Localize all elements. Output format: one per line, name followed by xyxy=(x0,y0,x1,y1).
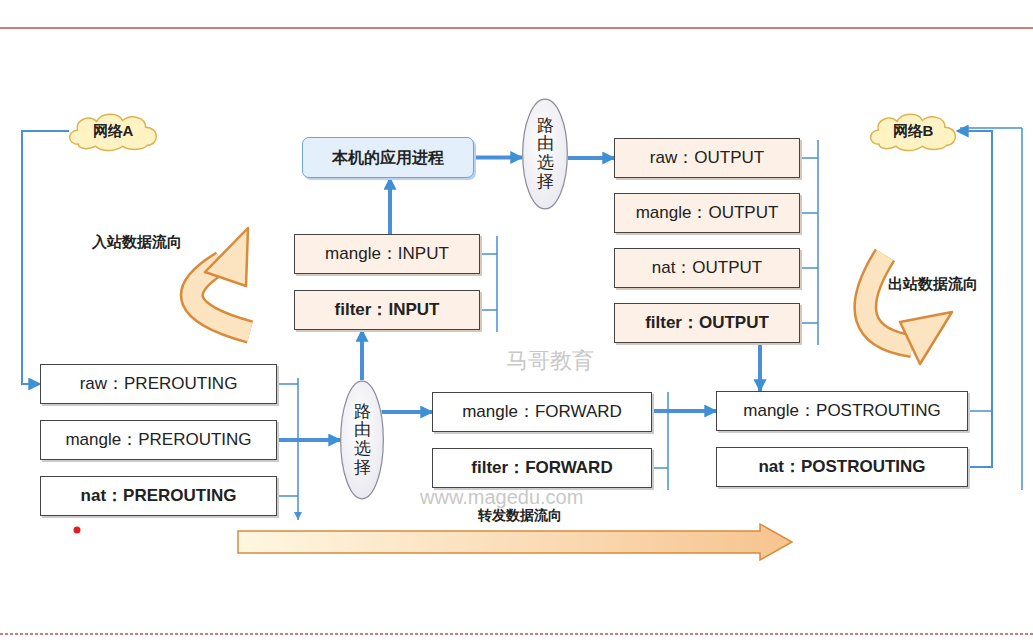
node-label: nat：OUTPUT xyxy=(652,258,763,278)
flow-connector xyxy=(277,438,340,442)
chain-box: raw：OUTPUT xyxy=(614,138,800,178)
chain-brackets xyxy=(277,128,1022,520)
node-label: raw：PREROUTING xyxy=(80,374,238,394)
chain-box: mangle：FORWARD xyxy=(432,392,652,432)
flow-connector xyxy=(474,156,522,160)
flow-connector xyxy=(382,410,433,414)
forward-flow-arrow xyxy=(238,524,792,560)
chain-box: mangle：PREROUTING xyxy=(40,420,277,460)
bracket-arrowhead xyxy=(294,512,302,520)
network-cloud: 网络A xyxy=(65,110,161,152)
flow-label: 转发数据流向 xyxy=(478,508,562,522)
node-label: nat：POSTROUTING xyxy=(758,457,925,477)
outbound-curve-arrow xyxy=(865,255,952,364)
node-label: filter：INPUT xyxy=(335,300,440,320)
routing-decision: 路由选择 xyxy=(522,98,568,210)
flow-label: 入站数据流向 xyxy=(92,234,182,249)
flow-connector xyxy=(568,156,614,160)
watermark: www.magedu.com xyxy=(420,487,583,507)
network-cloud: 网络B xyxy=(866,110,960,152)
red-dot xyxy=(74,527,81,534)
chain-box: nat：POSTROUTING xyxy=(716,447,968,487)
node-label: raw：OUTPUT xyxy=(650,148,764,168)
chain-box: raw：PREROUTING xyxy=(40,364,277,404)
node-label: mangle：OUTPUT xyxy=(636,203,779,223)
node-label: mangle：FORWARD xyxy=(462,402,622,422)
chain-box: filter：INPUT xyxy=(294,290,480,330)
chain-box: nat：OUTPUT xyxy=(614,248,800,288)
routing-decision: 路由选择 xyxy=(340,380,384,500)
flow-connector xyxy=(652,409,716,413)
node-label: filter：OUTPUT xyxy=(645,313,769,333)
chain-box: filter：FORWARD xyxy=(432,448,652,488)
flow-connector xyxy=(758,343,762,391)
node-label: 网络B xyxy=(893,122,934,140)
watermark: 马哥教育 xyxy=(506,350,594,372)
chain-box: nat：PREROUTING xyxy=(40,476,277,516)
flow-connector xyxy=(360,330,364,380)
chain-box: mangle：OUTPUT xyxy=(614,193,800,233)
inbound-curve-arrow xyxy=(192,228,250,332)
flow-connector xyxy=(22,131,69,384)
footer-rule xyxy=(0,633,1033,635)
vertical-label: 路由选择 xyxy=(537,117,554,192)
chain-box: filter：OUTPUT xyxy=(614,303,800,343)
node-label: 本机的应用进程 xyxy=(332,148,444,167)
node-label: mangle：INPUT xyxy=(325,244,449,264)
node-label: mangle：POSTROUTING xyxy=(743,401,940,421)
node-label: filter：FORWARD xyxy=(471,458,612,478)
process-box: 本机的应用进程 xyxy=(302,137,474,178)
node-label: mangle：PREROUTING xyxy=(65,430,251,450)
node-label: nat：PREROUTING xyxy=(81,486,237,506)
flow-connector xyxy=(388,178,392,234)
vertical-label: 路由选择 xyxy=(354,403,371,478)
flow-label: 出站数据流向 xyxy=(888,276,978,291)
node-label: 网络A xyxy=(93,122,134,140)
chain-box: mangle：INPUT xyxy=(294,234,480,274)
header-rule xyxy=(0,27,1033,29)
chain-box: mangle：POSTROUTING xyxy=(716,391,968,431)
